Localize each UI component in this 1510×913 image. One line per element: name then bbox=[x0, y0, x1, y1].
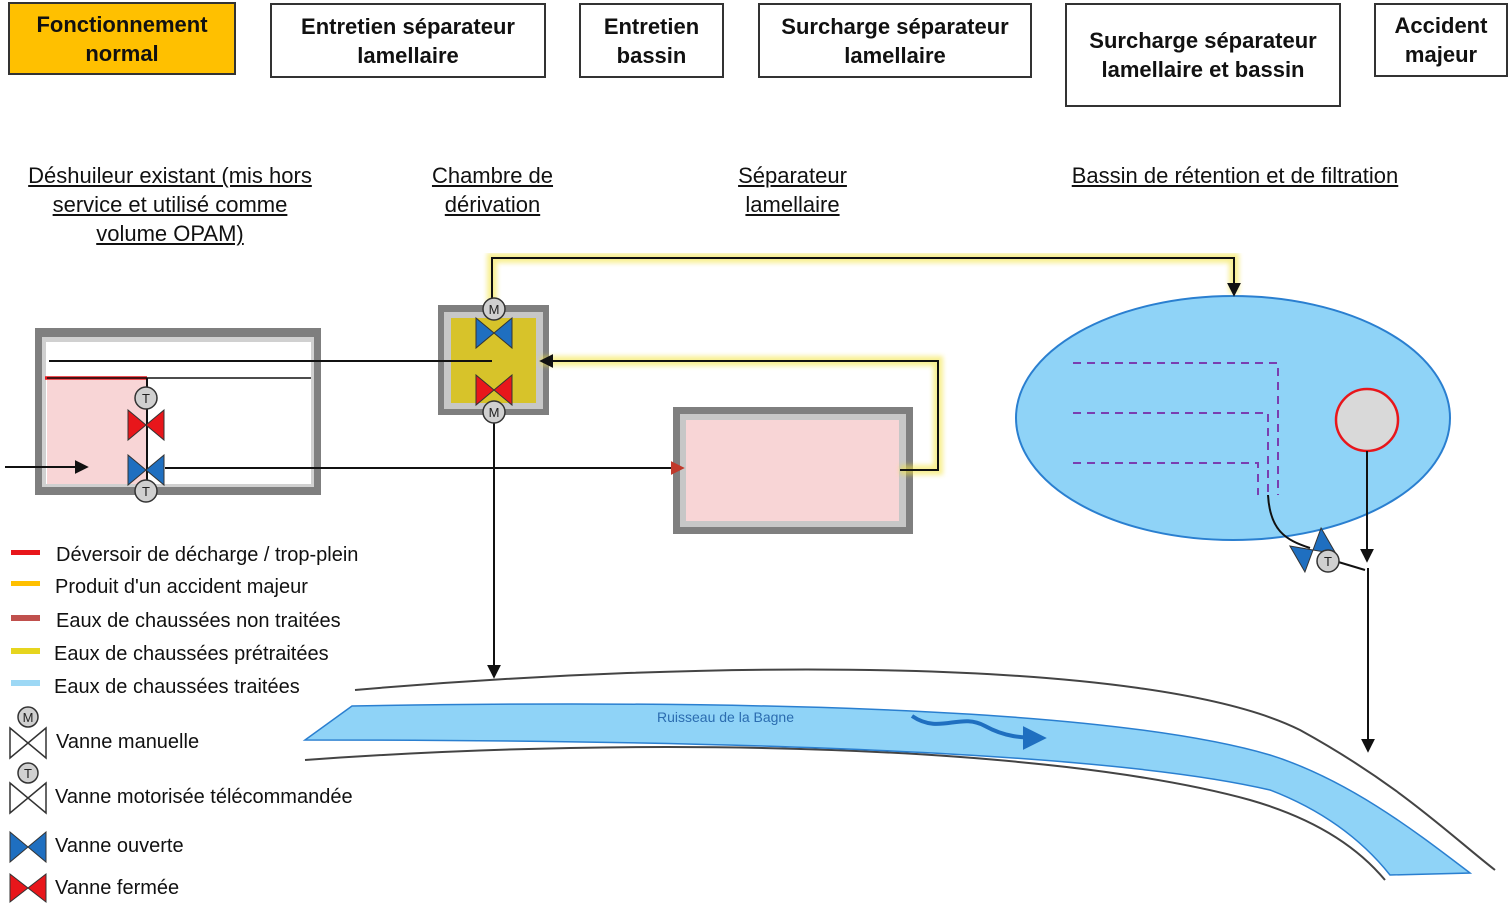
tab-surcharge-separateur[interactable]: Surcharge séparateur lamellaire bbox=[758, 3, 1032, 78]
legend-label-open-valve: Vanne ouverte bbox=[55, 835, 184, 857]
valve-bassin-actuator: T bbox=[1316, 549, 1340, 573]
tab-fonctionnement-normal[interactable]: Fonctionnement normal bbox=[8, 2, 236, 75]
tab-label: Fonctionnement normal bbox=[36, 11, 208, 66]
svg-text:M: M bbox=[23, 710, 34, 725]
river-flow-arrow bbox=[910, 714, 1047, 750]
valve-deshuileur-top[interactable]: T bbox=[127, 386, 165, 442]
tab-label: Surcharge séparateur lamellaire et bassi… bbox=[1089, 28, 1317, 82]
tab-entretien-bassin[interactable]: Entretien bassin bbox=[579, 3, 724, 78]
motorized-valve-icon: T bbox=[9, 762, 47, 815]
valve-letter: T bbox=[142, 484, 150, 499]
tab-label: Entretien séparateur lamellaire bbox=[301, 13, 515, 68]
legend-label-overflow: Déversoir de décharge / trop-plein bbox=[56, 544, 359, 566]
legend-label-motorized-valve: Vanne motorisée télécommandée bbox=[55, 786, 353, 808]
legend-label-pretreated: Eaux de chaussées prétraitées bbox=[54, 643, 329, 665]
river-bank-bottom bbox=[304, 746, 1386, 881]
legend-swatch-pretreated bbox=[11, 648, 40, 654]
pretreated-path bbox=[487, 253, 1241, 475]
legend-label-accident: Produit d'un accident majeur bbox=[55, 576, 308, 598]
open-valve-icon bbox=[9, 830, 47, 864]
untreated-inflow bbox=[5, 460, 685, 475]
legend-swatch-overflow bbox=[11, 550, 40, 555]
legend-label-treated: Eaux de chaussées traitées bbox=[54, 676, 300, 698]
retention-basin bbox=[1015, 295, 1451, 541]
legend-label-manual-valve: Vanne manuelle bbox=[56, 731, 200, 753]
valve-letter: T bbox=[142, 391, 150, 406]
caption-deshuileur: Déshuileur existant (mis hors service et… bbox=[28, 163, 312, 246]
overflow-shaft bbox=[1334, 387, 1400, 453]
river bbox=[302, 668, 1496, 881]
connections bbox=[49, 360, 1374, 679]
valve-letter: M bbox=[489, 302, 500, 317]
tab-label: Surcharge séparateur lamellaire bbox=[781, 13, 1009, 68]
caption-bassin: Bassin de rétention et de filtration bbox=[1071, 163, 1399, 188]
svg-text:T: T bbox=[24, 766, 32, 781]
filter-drains bbox=[1073, 362, 1279, 495]
valve-chambre-bottom[interactable]: M bbox=[475, 373, 513, 424]
river-label: Ruisseau de la Bagne bbox=[657, 709, 794, 725]
manual-valve-icon: M bbox=[9, 706, 47, 760]
tab-accident-majeur[interactable]: Accident majeur bbox=[1374, 3, 1508, 77]
valve-deshuileur-bottom[interactable]: T bbox=[127, 453, 165, 503]
legend: M T bbox=[9, 550, 47, 904]
caption-chambre: Chambre de dérivation bbox=[431, 163, 554, 217]
river-water bbox=[302, 703, 1473, 876]
legend-swatch-untreated bbox=[11, 615, 40, 621]
valve-chambre-top[interactable]: M bbox=[475, 297, 513, 350]
river-bank-top bbox=[354, 668, 1496, 871]
legend-label-closed-valve: Vanne fermée bbox=[55, 877, 180, 899]
caption-separateur: Séparateur lamellaire bbox=[738, 163, 847, 217]
tab-surcharge-separateur-bassin[interactable]: Surcharge séparateur lamellaire et bassi… bbox=[1065, 3, 1341, 107]
legend-swatch-accident bbox=[11, 581, 40, 586]
tab-entretien-separateur[interactable]: Entretien séparateur lamellaire bbox=[270, 3, 546, 78]
valve-letter: M bbox=[489, 405, 500, 420]
legend-label-untreated: Eaux de chaussées non traitées bbox=[56, 610, 341, 632]
valve-letter: T bbox=[1324, 554, 1332, 569]
tab-label: Entretien bassin bbox=[603, 13, 700, 68]
closed-valve-icon bbox=[9, 872, 47, 904]
legend-swatch-treated bbox=[11, 680, 40, 686]
separateur-lamellaire bbox=[673, 407, 913, 534]
tab-label: Accident majeur bbox=[1394, 13, 1488, 67]
